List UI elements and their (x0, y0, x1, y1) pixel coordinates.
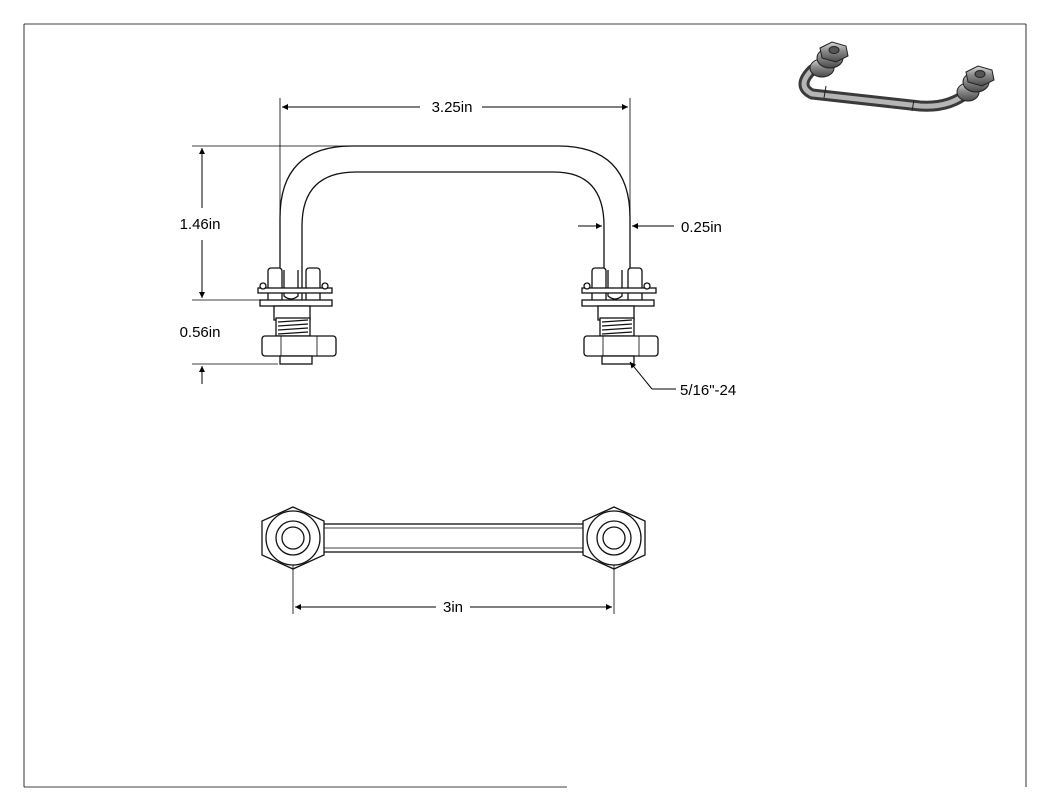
thread-callout: 5/16"-24 (629, 361, 736, 399)
dim-stud-length-label: 0.56in (180, 324, 221, 341)
top-view: 3in (261, 506, 646, 616)
sheet-border (23, 23, 1027, 788)
dim-hole-spacing: 3in (292, 565, 615, 616)
dim-height-label: 1.46in (180, 216, 221, 233)
handle-rod-outer (279, 145, 631, 300)
handle-rod-inner (301, 171, 605, 300)
dim-rod-diameter: 0.25in (578, 219, 722, 236)
dim-height: 1.46in (180, 145, 350, 301)
front-view: 3.25in 1.46in 0.56in 0.25in 5/16"-24 (180, 98, 736, 399)
isometric-preview (798, 41, 995, 112)
dim-rod-diameter-label: 0.25in (681, 219, 722, 236)
top-view-rod (295, 523, 615, 553)
iso-right-mount (956, 65, 995, 102)
dim-stud-length: 0.56in (180, 324, 278, 384)
left-mount-assembly (257, 267, 337, 365)
left-nut-top (261, 506, 325, 570)
dim-hole-spacing-label: 3in (443, 599, 463, 616)
thread-callout-label: 5/16"-24 (680, 382, 736, 399)
dim-width-label: 3.25in (432, 99, 473, 116)
right-nut-top (582, 506, 646, 570)
iso-left-mount (809, 41, 849, 78)
right-mount-assembly (581, 267, 659, 365)
dim-width: 3.25in (279, 98, 631, 216)
